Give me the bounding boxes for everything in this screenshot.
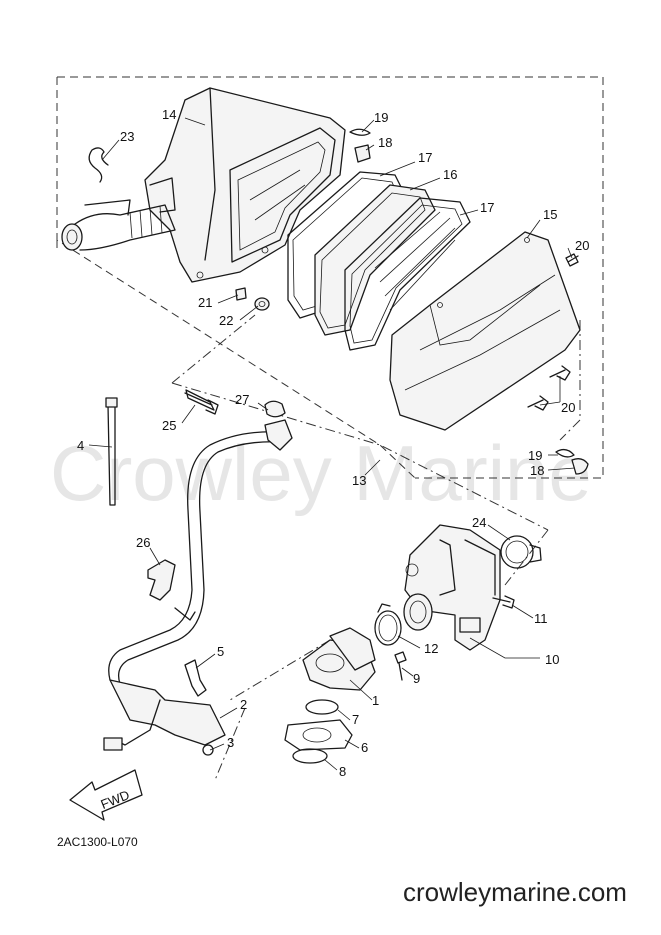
callout-27: 27	[235, 392, 249, 407]
callout-18b: 18	[530, 463, 544, 478]
callout-5: 5	[217, 644, 224, 659]
hose-clamp	[374, 603, 402, 646]
callout-3: 3	[227, 735, 234, 750]
drain-plug	[349, 128, 589, 475]
cable-tie	[105, 397, 118, 506]
callout-2: 2	[240, 697, 247, 712]
leader-lines	[88, 117, 576, 771]
callout-11: 11	[534, 611, 548, 626]
callout-19b: 19	[528, 448, 542, 463]
air-cleaner-case	[144, 87, 346, 283]
callout-20a: 20	[575, 238, 589, 253]
callout-17a: 17	[418, 150, 432, 165]
assembly-boundary	[56, 76, 604, 479]
callout-15: 15	[543, 207, 557, 222]
forward-arrow-label: FWD	[98, 787, 131, 812]
element-seal-rear	[344, 197, 471, 351]
callout-26: 26	[136, 535, 150, 550]
breather-hose	[108, 419, 293, 685]
callout-16: 16	[443, 167, 457, 182]
callout-10: 10	[545, 652, 559, 667]
screw	[394, 651, 407, 681]
callout-13: 13	[352, 473, 366, 488]
callout-12: 12	[424, 641, 438, 656]
intake-sensor	[103, 659, 226, 756]
intake-duct-hose	[61, 199, 176, 251]
reference-code: 2AC1300-L070	[57, 835, 138, 849]
callout-24: 24	[472, 515, 486, 530]
callout-18a: 18	[378, 135, 392, 150]
bolt	[184, 389, 219, 415]
callout-25: 25	[162, 418, 176, 433]
throttle-screw	[492, 595, 515, 609]
callout-17b: 17	[480, 200, 494, 215]
site-url[interactable]: crowleymarine.com	[403, 877, 627, 907]
throttle-body	[403, 524, 501, 651]
connection-line	[171, 314, 256, 384]
clip	[264, 400, 286, 418]
air-cleaner-cover	[389, 231, 581, 431]
watermark-text: Crowley Marine	[50, 429, 592, 517]
collar-grommet	[235, 287, 270, 311]
hose-clip	[88, 147, 109, 183]
callout-22: 22	[219, 313, 233, 328]
callout-6: 6	[361, 740, 368, 755]
callout-numbers: 1 2 3 4 5 6 7 8 9 10 11 12 13 14 15 16 1…	[77, 107, 589, 779]
forward-direction-arrow: FWD	[69, 769, 143, 821]
callout-1: 1	[372, 693, 379, 708]
callout-19a: 19	[374, 110, 388, 125]
callout-23: 23	[120, 129, 134, 144]
insulator-gasket	[284, 627, 376, 764]
hose-bracket	[147, 559, 176, 601]
callout-8: 8	[339, 764, 346, 779]
air-filter-element	[314, 184, 436, 336]
callout-21: 21	[198, 295, 212, 310]
callout-14: 14	[162, 107, 176, 122]
callout-9: 9	[413, 671, 420, 686]
callout-4: 4	[77, 438, 84, 453]
callout-20b: 20	[561, 400, 575, 415]
callout-7: 7	[352, 712, 359, 727]
throttle-clamp	[500, 535, 542, 569]
